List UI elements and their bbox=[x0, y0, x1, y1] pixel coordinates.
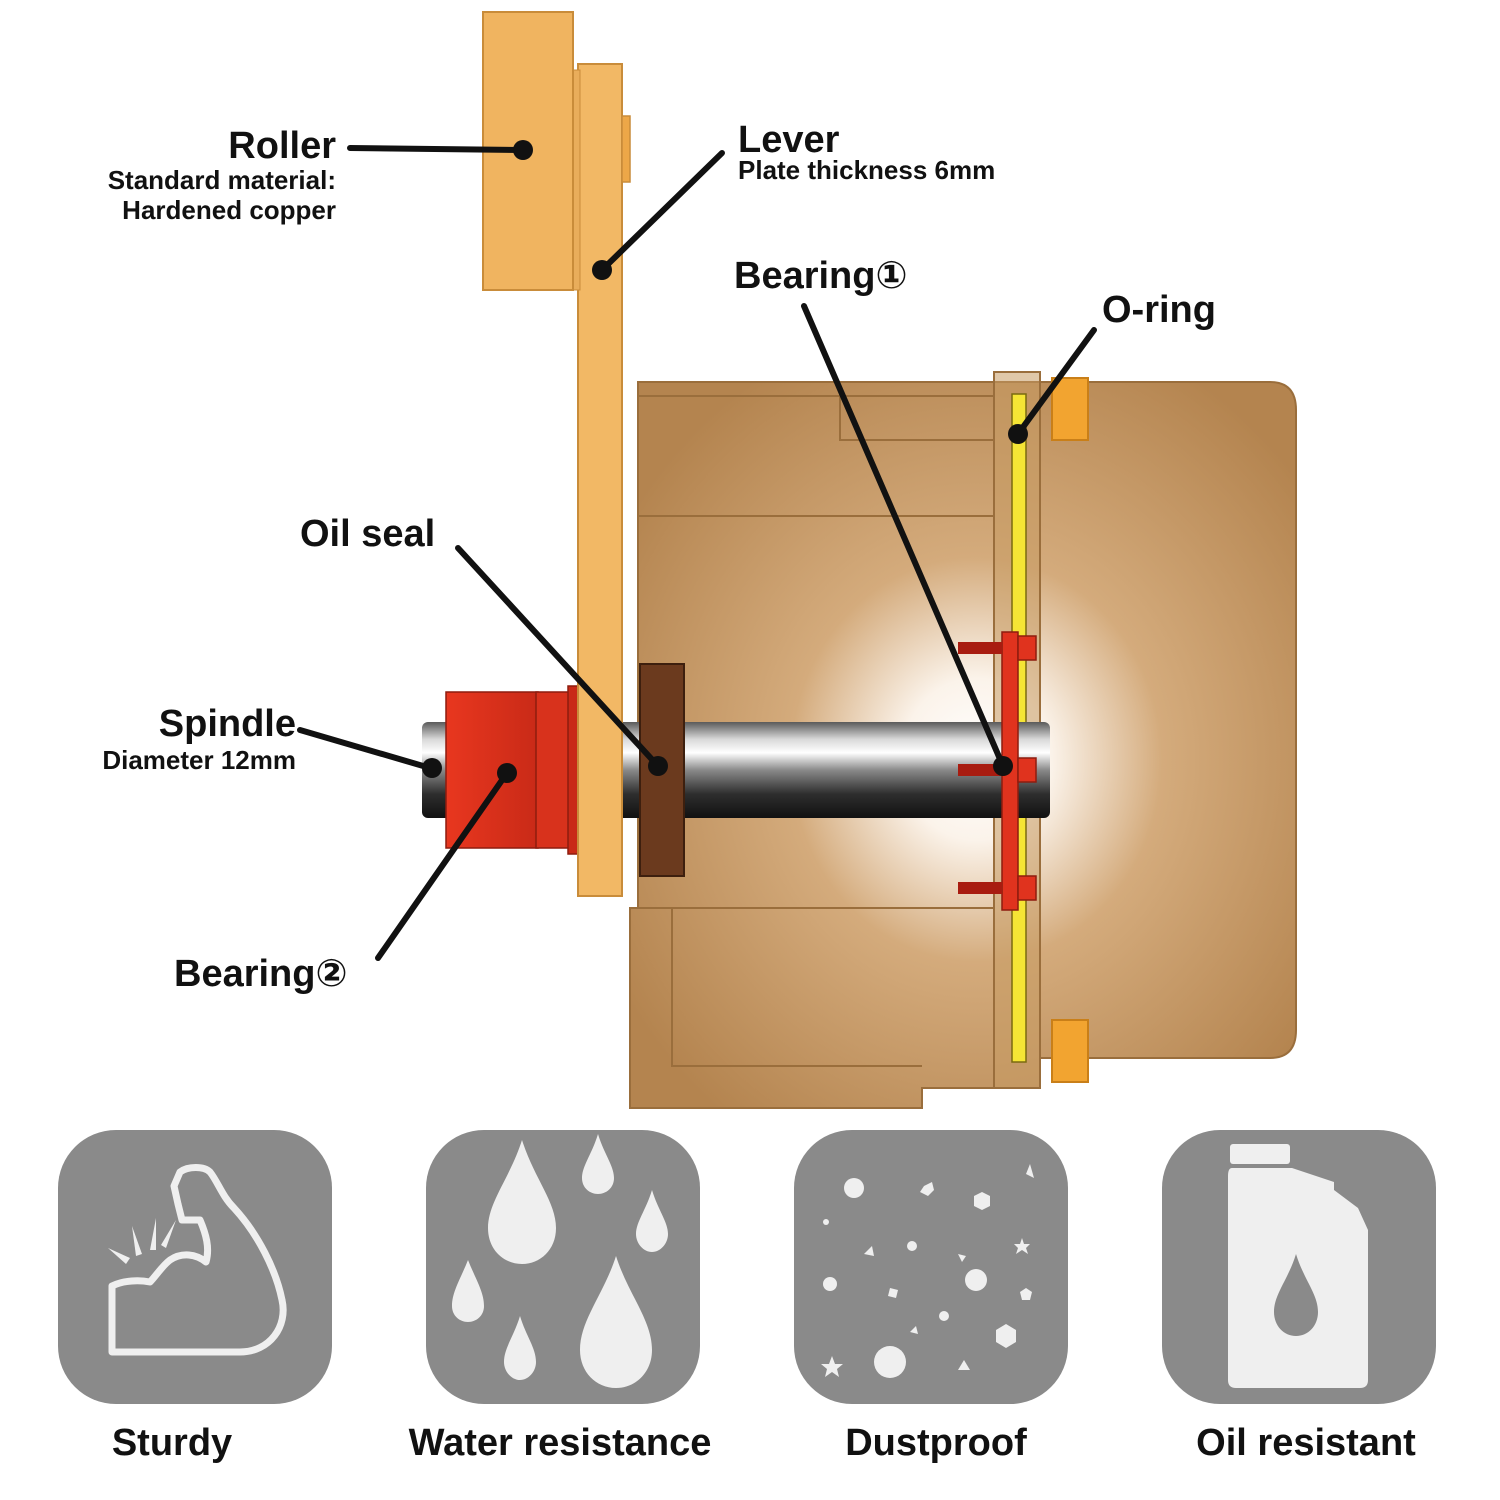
dust-particles-icon bbox=[821, 1164, 1034, 1378]
feature-tile-oil-resistant bbox=[1162, 1130, 1436, 1404]
lever-thickness-label: Plate thickness 6mm bbox=[738, 155, 996, 185]
water-drops-icon bbox=[452, 1134, 668, 1388]
flexed-arm-icon bbox=[108, 1164, 287, 1356]
lever bbox=[571, 63, 631, 897]
leader-lines bbox=[297, 145, 1097, 961]
roller-label: Roller bbox=[228, 125, 336, 167]
feature-tile-water-resistance bbox=[426, 1130, 700, 1404]
feature-label-oil-resistant: Oil resistant bbox=[1196, 1422, 1416, 1464]
roller-material-label: Standard material: bbox=[107, 165, 336, 195]
bearing-1-label: Bearing① bbox=[734, 255, 908, 297]
oil-drop-icon bbox=[1274, 1254, 1318, 1336]
bearing-2 bbox=[445, 685, 583, 855]
oil-seal-label: Oil seal bbox=[300, 513, 436, 555]
spindle-label: Spindle bbox=[158, 703, 296, 745]
feature-label-water-resistance: Water resistance bbox=[408, 1422, 712, 1464]
lever-label: Lever bbox=[738, 119, 840, 161]
limit-switch-diagram bbox=[297, 11, 1297, 1109]
feature-label-dustproof: Dustproof bbox=[845, 1422, 1027, 1464]
leader-dots bbox=[422, 140, 1028, 783]
oil-jug-icon bbox=[1228, 1144, 1368, 1388]
feature-tile-sturdy bbox=[58, 1130, 332, 1404]
o-ring-label: O-ring bbox=[1102, 289, 1216, 331]
feature-label-sturdy: Sturdy bbox=[111, 1422, 233, 1464]
impact-spark-icon bbox=[108, 1218, 176, 1264]
top-clamp-block bbox=[1051, 377, 1089, 441]
roller-material-value: Hardened copper bbox=[122, 195, 336, 225]
bottom-clamp-block bbox=[1051, 1019, 1089, 1083]
feature-tile-dustproof bbox=[794, 1130, 1068, 1404]
spindle-diameter-label: Diameter 12mm bbox=[102, 745, 296, 775]
bearing-2-label: Bearing② bbox=[174, 953, 348, 995]
